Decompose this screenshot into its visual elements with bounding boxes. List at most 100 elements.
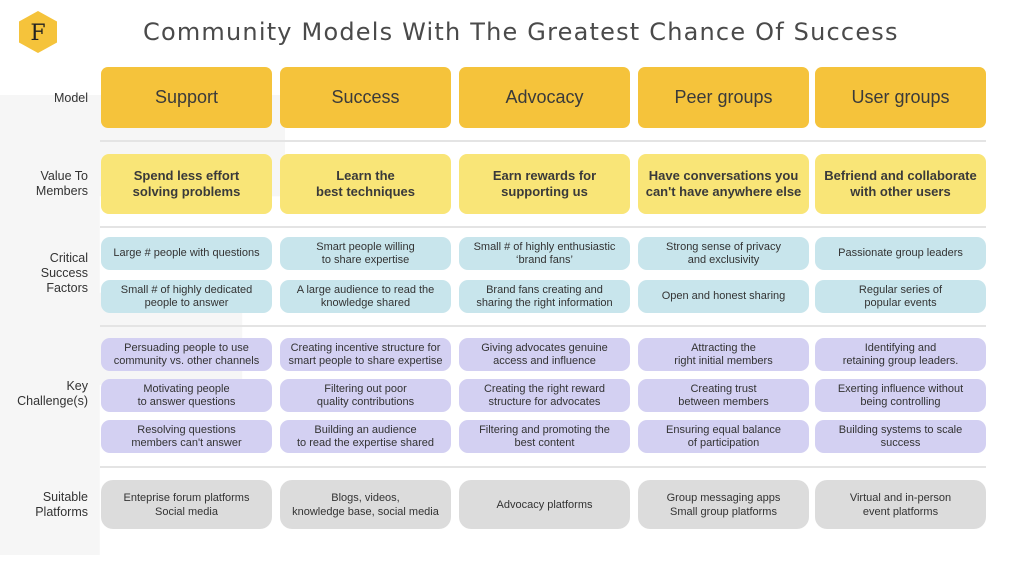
row-divider bbox=[100, 140, 986, 142]
model-cell: Support bbox=[101, 67, 272, 128]
challenge-cell-line: best content bbox=[514, 436, 575, 449]
success-factor-cell-line: sharing the right information bbox=[476, 296, 613, 309]
platform-cell-line: knowledge base, social media bbox=[292, 505, 439, 518]
challenge-cell-line: Exerting influence without bbox=[837, 382, 964, 395]
success-factor-cell-line: Large # people with questions bbox=[113, 247, 260, 259]
platform-cell-line: Blogs, videos, bbox=[331, 491, 400, 504]
challenge-cell-line: Persuading people to use bbox=[124, 341, 249, 354]
value-cell-line: Learn the bbox=[336, 168, 395, 183]
challenge-cell-line: Creating incentive structure for bbox=[290, 341, 441, 354]
model-cell: User groups bbox=[815, 67, 986, 128]
page-title: Community Models With The Greatest Chanc… bbox=[143, 18, 899, 46]
platform-cell-line: event platforms bbox=[862, 505, 939, 518]
success-factor-cell-line: Small # of highly dedicated bbox=[120, 283, 253, 296]
challenge-cell-line: Filtering and promoting the bbox=[479, 423, 610, 436]
platform-cell-line: Group messaging apps bbox=[666, 491, 781, 504]
challenge-cell-line: structure for advocates bbox=[488, 395, 601, 408]
platform-cell-line: Virtual and in-person bbox=[849, 491, 952, 504]
challenge-cell-line: Ensuring equal balance bbox=[666, 423, 781, 436]
row-divider bbox=[100, 466, 986, 468]
value-cell-line: solving problems bbox=[132, 184, 241, 199]
challenge-cell-line: Creating the right reward bbox=[483, 382, 606, 395]
challenge-cell-line: community vs. other channels bbox=[113, 354, 260, 367]
challenge-cell-line: Creating trust bbox=[690, 382, 757, 395]
success-factor-cell-line: A large audience to read the bbox=[296, 283, 435, 296]
challenge-cell-line: right initial members bbox=[674, 354, 773, 367]
value-cell-line: with other users bbox=[850, 184, 951, 199]
platform-cell: Advocacy platforms bbox=[459, 480, 630, 529]
success-factor-cell-line: Small # of highly enthusiastic bbox=[473, 240, 616, 253]
success-factor-cell: Large # people with questions bbox=[101, 237, 272, 270]
success-factor-cell-line: knowledge shared bbox=[320, 296, 411, 309]
value-cell-line: Earn rewards for bbox=[492, 168, 597, 183]
logo-letter: F bbox=[30, 21, 45, 46]
row-label-success-factors: Critical Success Factors bbox=[40, 251, 88, 295]
challenge-cell-line: quality contributions bbox=[316, 395, 415, 408]
challenge-cell-line: Building an audience bbox=[314, 423, 417, 436]
challenge-cell-line: Building systems to scale bbox=[838, 423, 963, 436]
success-factor-cell: Open and honest sharing bbox=[638, 280, 809, 313]
row-label-challenges: Key Challenge(s) bbox=[17, 379, 88, 408]
challenge-cell-line: access and influence bbox=[493, 354, 596, 367]
challenge-cell-line: Attracting the bbox=[691, 341, 756, 354]
challenge-cell-line: members can't answer bbox=[131, 436, 242, 449]
success-factor-cell-line: Regular series of bbox=[858, 283, 943, 296]
challenge-cell-line: to read the expertise shared bbox=[297, 436, 434, 449]
row-label-platforms: Suitable Platforms bbox=[35, 490, 88, 519]
model-cell: Advocacy bbox=[459, 67, 630, 128]
platform-cell-line: Enteprise forum platforms bbox=[123, 491, 250, 504]
value-cell-line: Spend less effort bbox=[133, 168, 240, 183]
platform-cell-line: Social media bbox=[155, 505, 218, 518]
model-cell: Success bbox=[280, 67, 451, 128]
challenge-cell-line: retaining group leaders. bbox=[842, 354, 959, 367]
row-label-value: Value To Members bbox=[35, 169, 88, 198]
row-label-model: Model bbox=[53, 91, 88, 105]
challenge-cell-line: between members bbox=[678, 395, 769, 408]
brand-logo-icon: F bbox=[19, 11, 57, 53]
success-factor-cell-line: ‘brand fans’ bbox=[516, 253, 573, 266]
challenge-cell-line: being controlling bbox=[860, 395, 941, 408]
success-factor-cell-line: to share expertise bbox=[321, 253, 410, 266]
platform-cell-line: Small group platforms bbox=[669, 505, 777, 518]
success-factor-cell-line: Open and honest sharing bbox=[661, 290, 786, 302]
challenge-cell-line: Filtering out poor bbox=[324, 382, 407, 395]
success-factor-cell-line: Brand fans creating and bbox=[486, 283, 603, 296]
success-factor-cell: Passionate group leaders bbox=[815, 237, 986, 270]
platform-cell: Blogs, videos,knowledge base, social med… bbox=[280, 480, 451, 529]
success-factor-cell-line: Strong sense of privacy bbox=[666, 240, 781, 253]
challenge-cell-line: Identifying and bbox=[864, 341, 937, 354]
challenge-cell-line: Resolving questions bbox=[137, 423, 236, 436]
value-cell-line: best techniques bbox=[316, 184, 415, 199]
success-factor-cell-line: Passionate group leaders bbox=[838, 247, 963, 259]
challenge-cell-line: to answer questions bbox=[137, 395, 236, 408]
challenge-cell-line: smart people to share expertise bbox=[288, 354, 443, 367]
row-divider bbox=[100, 325, 986, 327]
value-cell-line: supporting us bbox=[501, 184, 588, 199]
challenge-cell-line: Giving advocates genuine bbox=[481, 341, 608, 354]
